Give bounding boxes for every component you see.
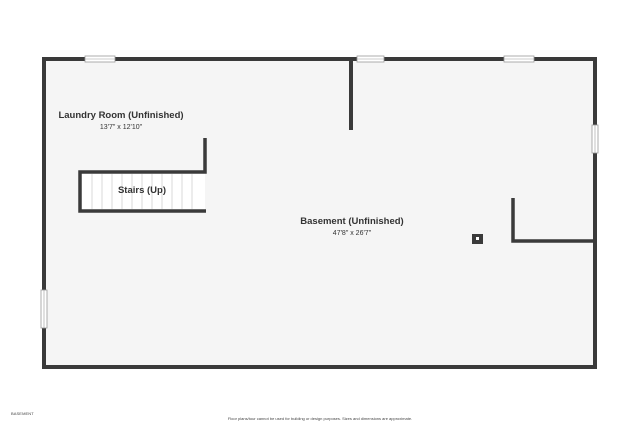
stairs (78, 138, 207, 213)
stairs-wall (78, 138, 207, 213)
floor-label: BASEMENT (11, 411, 34, 416)
electrical-panel-icon (472, 234, 483, 244)
window-right (591, 124, 599, 154)
window-left (40, 289, 48, 329)
window-top-middle (356, 55, 385, 63)
window-top-left (84, 55, 116, 63)
stair-treads (91, 174, 193, 209)
laundry-room-dims: 13'7" x 12'10" (100, 124, 143, 131)
basement-name: Basement (Unfinished) (300, 216, 403, 227)
stairs-label: Stairs (Up) (118, 185, 166, 196)
basement-dims: 47'8" x 26'7" (333, 230, 372, 237)
laundry-room-name: Laundry Room (Unfinished) (58, 110, 183, 121)
floor-area (44, 59, 595, 367)
disclaimer: Floor plans/tour cannot be used for buil… (227, 416, 413, 421)
outer-walls (42, 57, 597, 369)
interior-wall-right (511, 198, 595, 243)
window-top-right (503, 55, 535, 63)
